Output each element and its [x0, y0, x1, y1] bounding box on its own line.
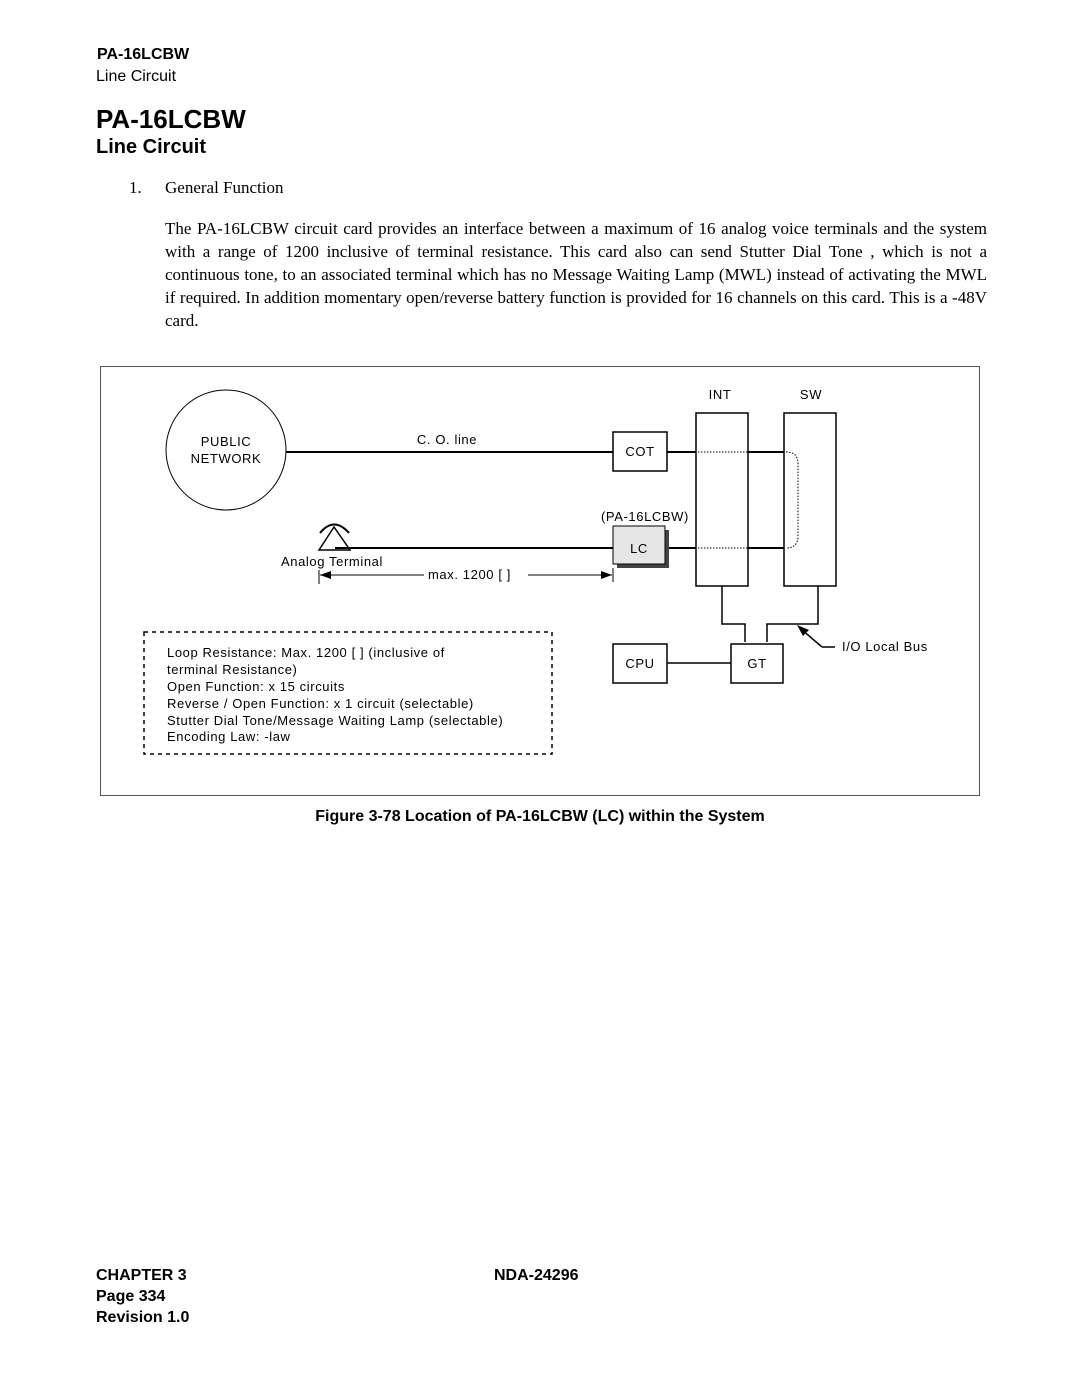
- phone-base-icon: [317, 525, 352, 551]
- io-local-bus-label: I/O Local Bus: [842, 639, 928, 654]
- note-line: Stutter Dial Tone/Message Waiting Lamp (…: [167, 713, 503, 728]
- page-title: PA-16LCBW: [96, 104, 246, 134]
- analog-terminal-label: Analog Terminal: [281, 554, 383, 569]
- body-paragraph: The PA-16LCBW circuit card provides an i…: [165, 219, 987, 330]
- note-line: terminal Resistance): [167, 662, 298, 677]
- cpu-box: [612, 643, 668, 684]
- footer-page: Page 334: [96, 1288, 166, 1305]
- cot-box: [612, 431, 668, 472]
- int-box: [695, 412, 749, 587]
- notes-box: [143, 631, 553, 755]
- card-label: (PA-16LCBW): [601, 509, 689, 524]
- public-network-label-1: PUBLIC: [201, 434, 252, 449]
- section-number: 1.: [129, 178, 142, 197]
- gt-label: GT: [747, 656, 766, 671]
- public-network-circle: [165, 389, 287, 511]
- running-header-title: PA-16LCBW: [97, 46, 190, 63]
- note-line: Loop Resistance: Max. 1200 [ ] (inclusiv…: [167, 645, 445, 660]
- lc-box: [612, 525, 666, 565]
- co-line-label: C. O. line: [417, 432, 477, 447]
- gt-box: [730, 643, 784, 684]
- footer-doc-number: NDA-24296: [494, 1267, 579, 1284]
- running-header-subtitle: Line Circuit: [96, 68, 177, 85]
- footer-chapter: CHAPTER 3: [96, 1267, 187, 1284]
- sw-box: [783, 412, 837, 587]
- int-label: INT: [709, 387, 732, 402]
- note-line: Reverse / Open Function: x 1 circuit (se…: [167, 696, 474, 711]
- section-title: General Function: [165, 178, 284, 197]
- sw-label: SW: [800, 387, 822, 402]
- footer-revision: Revision 1.0: [96, 1309, 190, 1326]
- system-diagram: PUBLIC NETWORK C. O. line COT INT SW (PA…: [100, 366, 980, 796]
- cpu-label: CPU: [625, 656, 654, 671]
- note-line: Encoding Law: -law: [167, 729, 291, 744]
- max-resistance-label: max. 1200 [ ]: [428, 567, 511, 582]
- figure-caption: Figure 3-78 Location of PA-16LCBW (LC) w…: [315, 808, 765, 825]
- figure-border: [100, 366, 980, 796]
- cot-label: COT: [625, 444, 654, 459]
- note-line: Open Function: x 15 circuits: [167, 679, 345, 694]
- public-network-label-2: NETWORK: [191, 451, 262, 466]
- page-subtitle: Line Circuit: [96, 136, 207, 158]
- phone-handset-icon: [319, 523, 350, 534]
- lc-label: LC: [630, 541, 648, 556]
